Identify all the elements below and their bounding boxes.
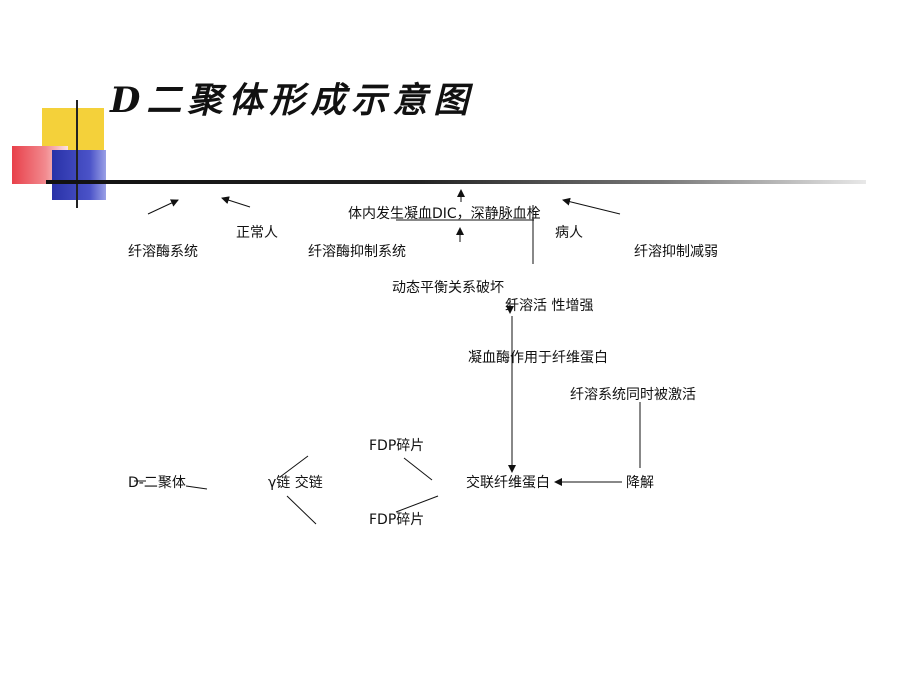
label-fibrinolytic-system-activated: 纤溶系统同时被激活 — [570, 387, 696, 403]
line-ddimer-to-gamma — [185, 485, 208, 490]
label-fdp-fragment-top: FDP碎片 — [369, 438, 425, 454]
label-normal-person: 正常人 — [236, 225, 278, 241]
label-balance-broken: 动态平衡关系破坏 — [392, 280, 504, 296]
slide-title: D二聚体形成示意图 — [110, 80, 475, 121]
label-fdp-fragment-bottom: FDP碎片 — [369, 512, 425, 528]
label-crosslinked-fibrin: 交联纤维蛋白 — [466, 475, 550, 491]
line-gamma-to-fdp-upper — [279, 455, 309, 478]
arrow-to-normal — [147, 199, 179, 215]
line-gamma-to-fdp-lower — [286, 495, 317, 525]
decorative-vertical-line — [76, 100, 78, 208]
label-activity-enhanced: 纤溶活 性增强 — [505, 298, 594, 314]
label-patient: 病人 — [555, 225, 583, 241]
label-d-dimer: D-二聚体 — [128, 475, 186, 491]
label-gamma-chain-crosslink: γ链 交链 — [268, 475, 323, 491]
label-dic-thrombosis: 体内发生凝血DIC，深静脉血栓 — [348, 206, 541, 222]
arrow-normal-left — [221, 196, 251, 208]
title-underline — [46, 180, 866, 184]
label-fibrinolytic-inhibitor-system: 纤溶酶抑制系统 — [308, 244, 406, 260]
decorative-blue-square — [52, 150, 106, 200]
arrow-to-dic-right — [562, 197, 621, 215]
label-degradation: 降解 — [626, 475, 654, 491]
line-fibrin-to-fdp-bottom — [395, 495, 439, 513]
label-inhibition-weakened: 纤溶抑制减弱 — [634, 244, 718, 260]
line-fibrin-to-fdp-top — [403, 457, 433, 481]
label-thrombin-on-fibrinogen: 凝血酶作用于纤维蛋白 — [468, 350, 608, 366]
label-fibrinolytic-enzyme-system: 纤溶酶系统 — [128, 244, 198, 260]
